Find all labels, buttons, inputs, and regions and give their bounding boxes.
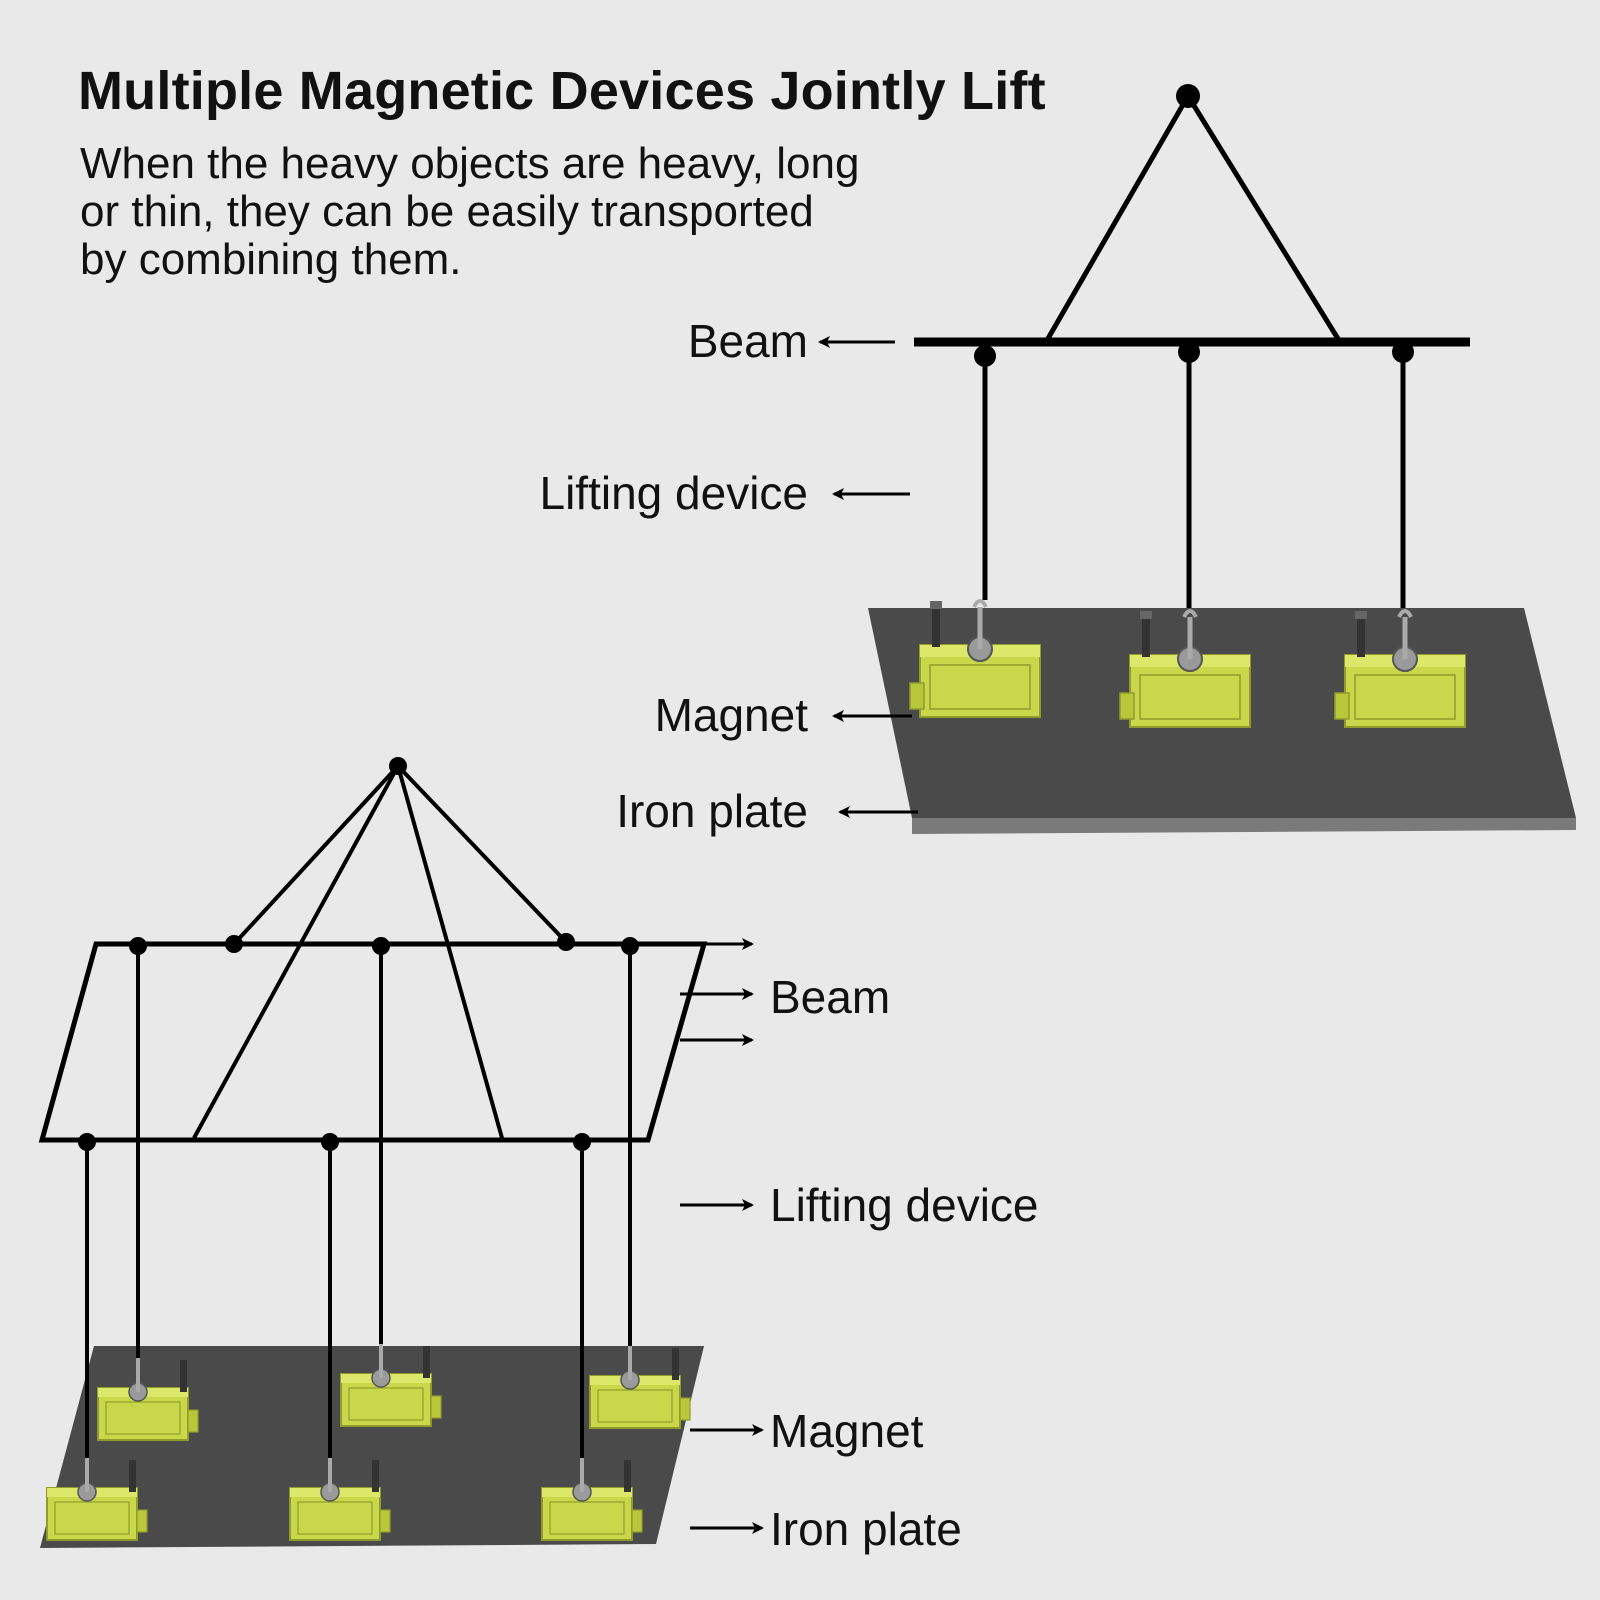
bottom-diagram	[38, 757, 764, 1548]
subtitle-line-3: by combining them.	[80, 235, 462, 284]
top-sling-right	[1185, 94, 1343, 344]
page-title: Multiple Magnetic Devices Jointly Lift	[78, 61, 1046, 121]
top-beam-joint-1	[974, 345, 996, 367]
bottom-joint-8	[573, 1133, 591, 1151]
top-beam-joint-2	[1178, 341, 1200, 363]
top-label-lifting-device: Lifting device	[539, 467, 809, 519]
bottom-label-iron-plate: Iron plate	[770, 1503, 962, 1555]
top-hook-point	[1176, 84, 1200, 108]
bottom-joint-4	[557, 933, 575, 951]
bottom-label-lifting-device: Lifting device	[770, 1179, 1039, 1231]
top-sling-left	[1043, 94, 1191, 344]
bottom-label-magnet: Magnet	[770, 1405, 924, 1457]
bottom-joint-2	[225, 935, 243, 953]
bottom-sling-1	[232, 764, 400, 946]
bottom-joint-7	[321, 1133, 339, 1151]
bottom-joint-5	[621, 937, 639, 955]
top-iron-plate-edge	[912, 818, 1576, 834]
bottom-sling-4	[396, 765, 504, 1139]
subtitle-line-1: When the heavy objects are heavy, long	[80, 139, 860, 188]
top-label-magnet: Magnet	[654, 689, 808, 741]
bottom-sling-3	[192, 765, 400, 1139]
bottom-joint-6	[78, 1133, 96, 1151]
subtitle-line-2: or thin, they can be easily transported	[80, 187, 814, 236]
top-label-beam: Beam	[687, 315, 808, 367]
top-label-iron-plate: Iron plate	[616, 785, 808, 837]
bottom-label-beam: Beam	[770, 971, 891, 1023]
bottom-hook-point	[389, 757, 407, 775]
top-beam-joint-3	[1392, 341, 1414, 363]
bottom-joint-1	[129, 937, 147, 955]
page-subtitle: When the heavy objects are heavy, long o…	[80, 140, 960, 284]
bottom-iron-plate	[40, 1346, 704, 1548]
top-diagram	[818, 84, 1576, 834]
bottom-sling-2	[396, 764, 568, 944]
bottom-beam-frame	[38, 941, 708, 1143]
bottom-joint-3	[372, 937, 390, 955]
